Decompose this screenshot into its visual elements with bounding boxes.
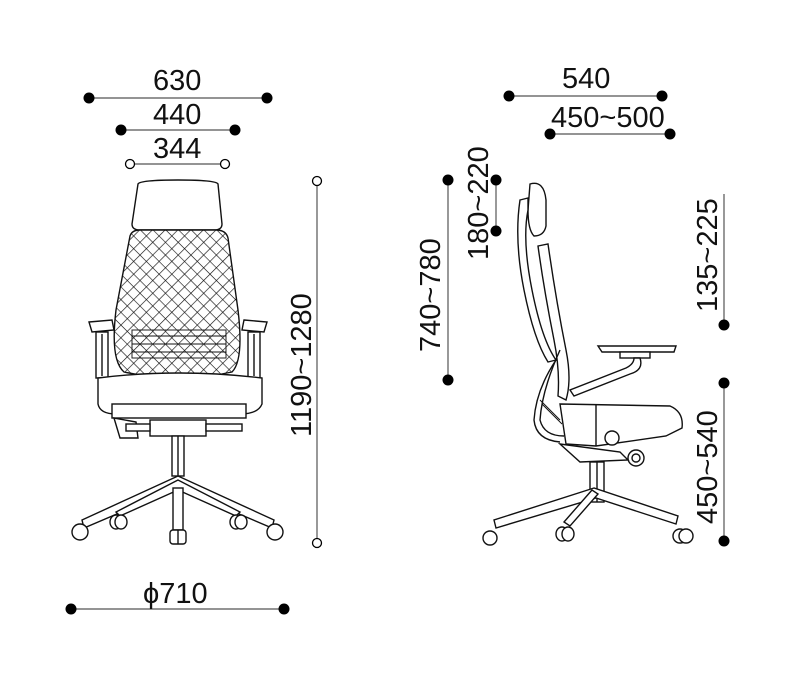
seat-side [559,403,683,447]
label-back-height: 740~780 [415,238,447,352]
dim-line-armrest-width [115,124,241,136]
label-headrest-width: 344 [153,133,202,165]
label-seat-depth: 450~500 [551,102,665,134]
mesh-backrest [113,229,241,379]
dim-line-overall-depth [503,90,668,102]
label-seat-height: 450~540 [692,410,724,524]
label-headrest-adjust: 180~220 [463,146,495,260]
label-base-diameter: ϕ710 [143,578,208,610]
label-armrest-height: 135~225 [692,198,724,312]
dim-line-base-diameter [65,603,290,615]
caster [266,523,284,541]
caster [482,530,498,546]
dim-line-overall-height [311,175,323,549]
armrest-right [241,319,268,333]
dim-line-headrest-adjust [490,174,502,237]
dim-line-armrest-height [718,194,730,331]
chair-front-view [71,179,284,545]
label-overall-depth: 540 [562,63,611,95]
armrest-left [88,319,115,333]
dim-line-back-height [442,174,454,386]
label-overall-height: 1190~1280 [286,293,318,437]
label-armrest-width: 440 [153,99,202,131]
dim-line-overall-width [83,92,273,104]
caster [71,523,89,541]
armrest-side [596,345,677,353]
dim-line-seat-depth [544,128,676,140]
headrest-side [527,182,547,237]
dim-line-seat-height [718,377,730,547]
label-overall-width: 630 [153,65,202,97]
chair-side-view [482,182,694,546]
dim-line-headrest-width [124,158,231,170]
headrest-front [131,179,223,231]
